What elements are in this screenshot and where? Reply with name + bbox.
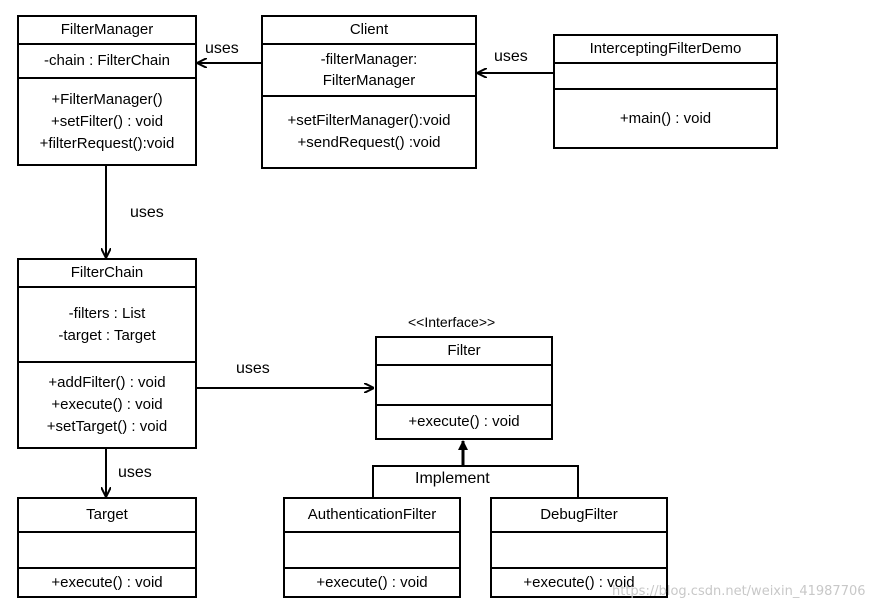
class-client: Client -filterManager: FilterManager +se… [261,15,477,169]
methods-section: +execute() : void [492,569,666,596]
method: +execute() : void [51,396,163,413]
class-authentication-filter: AuthenticationFilter +execute() : void [283,497,461,598]
class-filter: Filter +execute() : void [375,336,553,440]
uses-label-filtermanager-filterchain: uses [130,204,164,221]
method: +setTarget() : void [46,418,168,435]
attributes-section [555,64,776,90]
attributes-section: -filters : List -target : Target [19,288,195,363]
methods-section: +main() : void [555,90,776,147]
attribute: -target : Target [58,326,156,344]
class-name: Target [19,499,195,533]
method: +filterRequest():void [39,134,175,152]
class-intercepting-filter-demo: InterceptingFilterDemo +main() : void [553,34,778,149]
methods-section: +setFilterManager():void +sendRequest() … [263,97,475,167]
method: +FilterManager() [51,90,163,108]
class-name: AuthenticationFilter [285,499,459,533]
method: +execute() : void [51,573,163,591]
method: +setFilter() : void [50,112,164,130]
attribute: -filterManager: [320,51,418,68]
attributes-section: -chain : FilterChain [19,45,195,79]
methods-section: +execute() : void [377,406,551,438]
class-name: DebugFilter [492,499,666,533]
method: +execute() : void [408,413,520,430]
attributes-section [285,533,459,569]
attributes-section [19,533,195,569]
methods-section: +execute() : void [285,569,459,596]
class-name: FilterManager [19,17,195,45]
class-name: Client [263,17,475,45]
attributes-section [492,533,666,569]
method: +sendRequest() :void [297,134,441,151]
method: +addFilter() : void [48,374,166,391]
attributes-section: -filterManager: FilterManager [263,45,475,97]
methods-section: +addFilter() : void +execute() : void +s… [19,363,195,447]
uses-label-filterchain-filter: uses [236,360,270,377]
attributes-section [377,366,551,406]
class-target: Target +execute() : void [17,497,197,598]
watermark-text: https://blog.csdn.net/weixin_41987706 [612,584,866,599]
class-filter-chain: FilterChain -filters : List -target : Ta… [17,258,197,449]
implement-label: Implement [415,470,490,487]
uses-label-client-filtermanager: uses [205,40,239,57]
class-name: InterceptingFilterDemo [555,36,776,64]
interface-stereotype: <<Interface>> [408,314,496,330]
class-filter-manager: FilterManager -chain : FilterChain +Filt… [17,15,197,166]
class-debug-filter: DebugFilter +execute() : void [490,497,668,598]
class-name: FilterChain [19,260,195,288]
method: +execute() : void [523,573,635,591]
class-name: Filter [377,338,551,366]
method: +main() : void [619,109,712,127]
method: +setFilterManager():void [287,112,451,129]
uses-label-demo-client: uses [494,48,528,65]
method: +execute() : void [316,573,428,591]
methods-section: +execute() : void [19,569,195,596]
attribute: -chain : FilterChain [44,52,170,69]
attribute: FilterManager [322,72,416,89]
methods-section: +FilterManager() +setFilter() : void +fi… [19,79,195,164]
uses-label-filterchain-target: uses [118,464,152,481]
attribute: -filters : List [68,304,146,322]
